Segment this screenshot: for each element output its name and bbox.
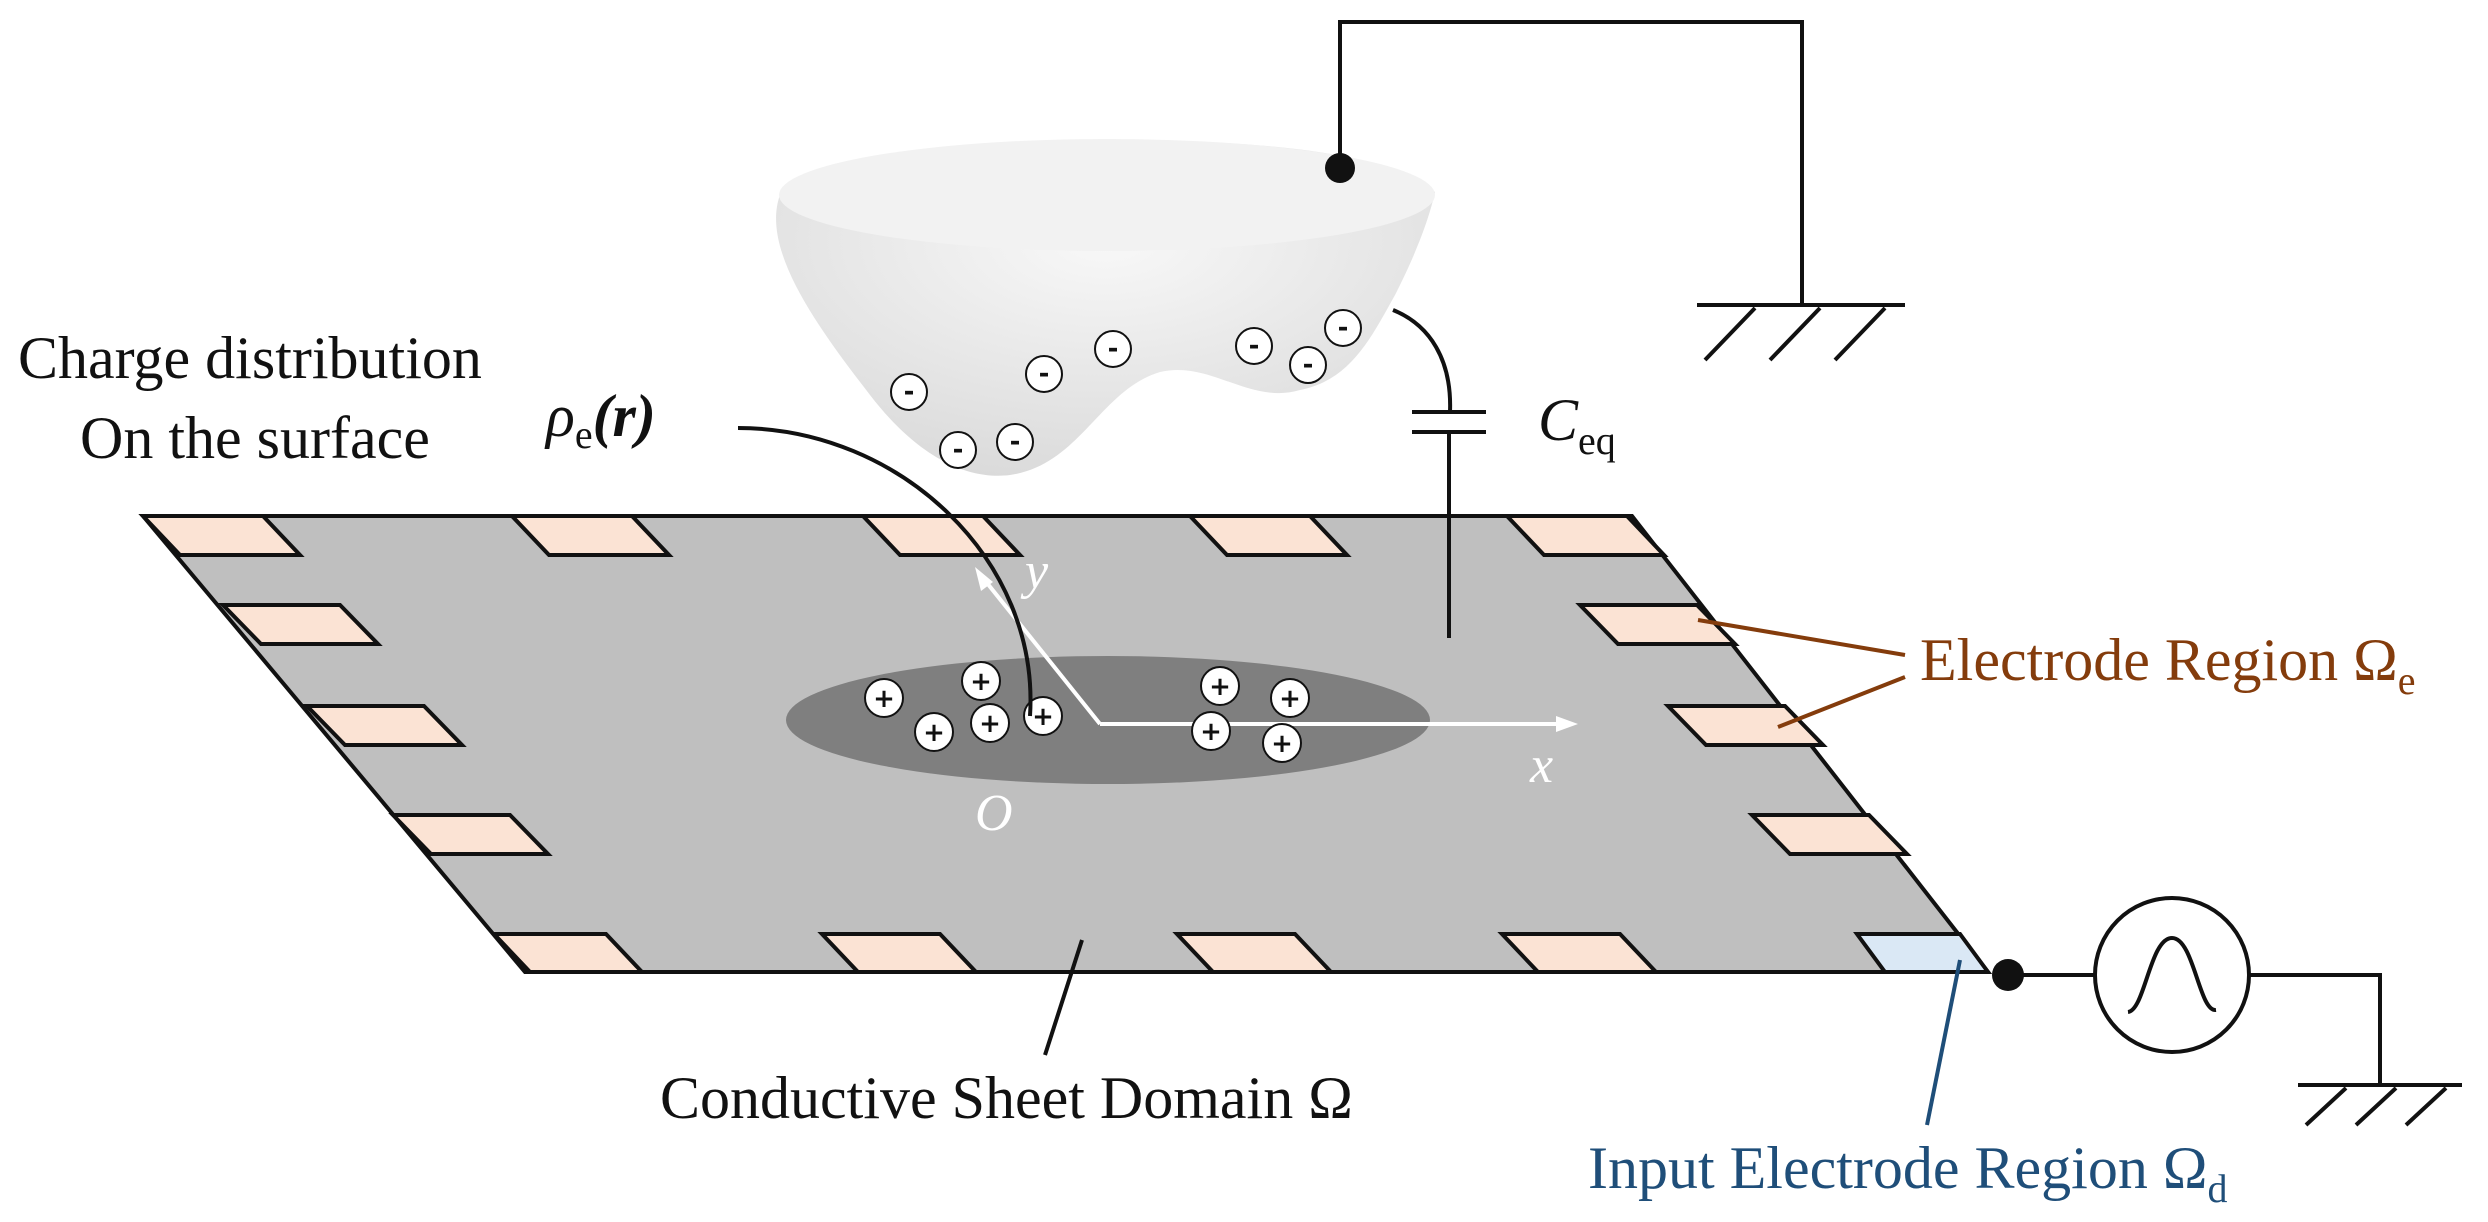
electrode-pads [138,514,1912,974]
charge-distribution-label-line1: Charge distribution [18,325,482,391]
electrode-region-leaders [1697,618,1906,729]
svg-text:-: - [1039,359,1050,389]
negative-charge: - [939,431,977,469]
x-axis-arrow [1556,716,1578,732]
electrode-pad [138,514,305,557]
source-ground-wire [2249,973,2382,1085]
equivalent-capacitor [1392,308,1486,638]
input-node [1992,959,2024,991]
svg-text:-: - [1303,350,1314,380]
capacitance-label: Ceq [1538,387,1616,463]
positive-charge: + [961,661,1001,701]
y-axis-label: y [1020,543,1049,600]
sheet-leader [1043,939,1084,1056]
positive-charge: + [914,712,954,752]
negative-charge: - [1025,355,1063,393]
svg-text:+: + [979,709,1001,739]
negative-charge: - [1289,346,1327,384]
negative-charge: - [890,373,928,411]
svg-text:-: - [1338,313,1349,343]
electrode-pad [218,603,383,646]
finger-ground-node [1325,153,1355,183]
svg-text:+: + [923,718,945,748]
negative-charge: - [1324,309,1362,347]
charge-distribution-label-line2: On the surface [80,405,430,471]
conductive-sheet-label: Conductive Sheet Domain Ω [660,1065,1353,1131]
negative-charge: - [1235,327,1273,365]
ac-source [2093,896,2251,1054]
input-electrode-label: Input Electrode Region Ωd [1588,1135,2227,1211]
electrode-pad [1747,813,1912,856]
ground-symbol-hatch [1703,306,1757,362]
ground-symbol-hatch [1833,306,1887,362]
y-axis-arrow [975,567,993,591]
svg-text:-: - [1249,331,1260,361]
finger-top-surface [779,139,1435,251]
positive-charge: + [1262,723,1302,763]
positive-charge: + [1200,666,1240,706]
input-source-wiring [2008,896,2462,1127]
positive-charges: + + + + + + + + + [864,661,1310,763]
svg-text:+: + [873,684,895,714]
electrode-leader [1777,675,1906,729]
electrode-pad [1185,514,1352,557]
svg-text:+: + [970,667,992,697]
svg-text:+: + [1032,702,1054,732]
source-ground-hatch [2304,1086,2348,1127]
svg-text:-: - [1108,334,1119,364]
electrode-pad [489,932,647,974]
electrode-pad [507,514,674,557]
charge-density-leader [737,426,1033,717]
source-ground-hatch [2354,1086,2398,1127]
finger-ground-wiring [1338,20,1905,362]
positive-charge: + [1191,711,1231,751]
electrode-pad [1497,932,1661,974]
input-electrode-leader [1925,959,1962,1126]
svg-text:-: - [953,435,964,465]
svg-text:+: + [1271,729,1293,759]
svg-text:-: - [1010,427,1021,457]
x-axis-label: x [1529,737,1553,794]
electrode-leader [1697,618,1906,657]
ac-source-sine-icon [2127,935,2217,1014]
svg-text:+: + [1200,717,1222,747]
electrode-pad [302,704,467,747]
electrode-pad [1172,932,1336,974]
electrode-pad [388,813,553,856]
electrode-pad [858,514,1025,557]
source-ground-hatch [2404,1086,2448,1127]
svg-text:+: + [1279,684,1301,714]
svg-text:-: - [904,377,915,407]
capacitor-wire-upper [1392,308,1453,413]
finger-ground-wire [1338,20,1804,305]
positive-charge: + [864,678,904,718]
ground-symbol-hatch [1768,306,1822,362]
electrode-region-label: Electrode Region Ωe [1920,627,2416,703]
origin-label: O [975,785,1013,842]
input-electrode-pad [1853,932,1992,974]
negative-charge: - [996,423,1034,461]
positive-charge: + [1270,678,1310,718]
electrode-pad [1575,603,1740,646]
charge-density-label: ρe(r) [544,383,656,457]
y-axis [981,576,1102,726]
negative-charges: - - - - - - - - [890,309,1362,469]
positive-charge: + [970,703,1010,743]
positive-charge: + [1023,696,1063,736]
electrode-pad [1663,704,1828,747]
electrode-pad [817,932,981,974]
negative-charge: - [1094,330,1132,368]
electrode-pad [1502,514,1669,557]
charge-distribution-area [786,656,1430,784]
svg-text:+: + [1209,672,1231,702]
coordinate-axes [975,567,1578,732]
